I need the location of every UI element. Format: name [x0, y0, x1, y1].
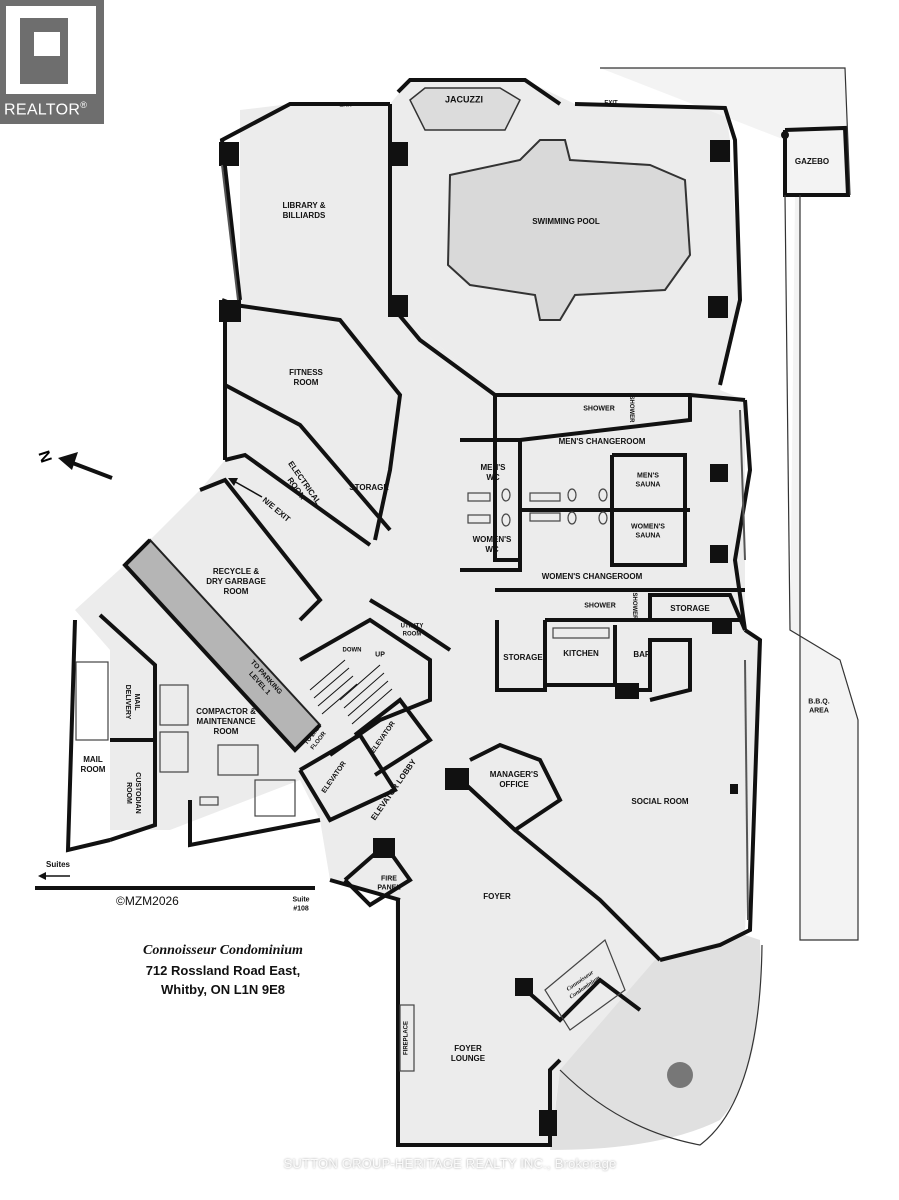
label-exit-right: EXIT	[604, 100, 618, 107]
label-bar: BAR	[633, 650, 651, 659]
thin-walls	[559, 67, 859, 1146]
label-library: LIBRARY & BILLIARDS	[282, 201, 326, 220]
label-shower-men-1: SHOWER	[583, 405, 615, 413]
fixtures	[75, 488, 626, 1072]
label-exit-left: EXIT	[339, 102, 353, 109]
label-swimming-pool: SWIMMING POOL	[532, 217, 600, 226]
label-bbq: B.B.Q. AREA	[808, 698, 830, 714]
label-compactor: COMPACTOR & MAINTENANCE ROOM	[196, 707, 256, 736]
label-storage-east: STORAGE	[670, 604, 710, 613]
columns	[219, 131, 789, 1136]
stair-treads	[309, 659, 393, 725]
label-fireplace: FIREPLACE	[403, 1020, 410, 1056]
label-mens-sauna: MEN'S SAUNA	[635, 472, 661, 488]
walkway-floor	[600, 68, 858, 940]
north-arrow-icon	[58, 452, 113, 480]
brokerage-watermark: SUTTON GROUP-HERITAGE REALTY INC., Broke…	[283, 1156, 617, 1171]
label-suites: Suites	[45, 860, 71, 869]
address-street: 712 Rossland Road East,	[145, 963, 301, 978]
patio-table	[667, 1062, 693, 1088]
label-gazebo: GAZEBO	[794, 157, 830, 166]
swimming-pool	[446, 139, 692, 321]
label-womens-wc: WOMEN'S WC	[472, 535, 512, 554]
label-shower-men-2: SHOWER	[627, 395, 634, 423]
label-mens-wc: MEN'S WC	[480, 463, 506, 482]
patio-floor	[550, 935, 761, 1150]
label-fitness: FITNESS ROOM	[289, 368, 323, 387]
label-foyer: FOYER	[483, 892, 511, 901]
copyright: ©MZM2026	[116, 894, 179, 908]
suites-arrow-icon	[38, 872, 70, 880]
label-mail-room: MAIL ROOM	[80, 755, 106, 774]
label-shower-women-2: SHOWER	[630, 592, 637, 620]
label-storage-center: STORAGE	[349, 483, 389, 492]
label-mail-delivery: MAIL DELIVERY	[124, 684, 140, 720]
label-up: UP	[375, 651, 385, 659]
address-block: Connoisseur Condominium 712 Rossland Roa…	[138, 943, 308, 997]
label-kitchen: KITCHEN	[563, 649, 599, 658]
label-social-room: SOCIAL ROOM	[631, 797, 689, 806]
realtor-logo-text: REALTOR®	[4, 100, 88, 119]
label-suite-108: Suite #108	[292, 896, 310, 912]
label-utility: UTILITY ROOM	[400, 623, 424, 638]
label-jacuzzi: JACUZZI	[445, 94, 483, 105]
windows	[221, 164, 749, 921]
address-name: Connoisseur Condominium	[143, 943, 303, 958]
address-city: Whitby, ON L1N 9E8	[161, 982, 285, 997]
jacuzzi-tub	[409, 87, 521, 131]
label-down: DOWN	[342, 647, 362, 654]
label-storage-kitchen: STORAGE	[503, 653, 543, 662]
realtor-logo-mark-icon	[6, 6, 96, 94]
ne-exit-arrow-icon	[228, 478, 263, 498]
realtor-logo: REALTOR®	[0, 0, 104, 124]
label-managers-office: MANAGER'S OFFICE	[489, 770, 539, 789]
label-foyer-lounge: FOYER LOUNGE	[450, 1044, 486, 1063]
label-mens-changeroom: MEN'S CHANGEROOM	[558, 437, 646, 446]
label-recycle: RECYCLE & DRY GARBAGE ROOM	[206, 567, 266, 596]
label-shower-women-1: SHOWER	[584, 602, 616, 610]
label-fire-panel: FIRE PANEL	[377, 875, 401, 891]
label-womens-sauna: WOMEN'S SAUNA	[631, 523, 665, 539]
label-womens-changeroom: WOMEN'S CHANGEROOM	[541, 572, 643, 581]
label-custodian: CUSTODIAN ROOM	[125, 772, 141, 814]
